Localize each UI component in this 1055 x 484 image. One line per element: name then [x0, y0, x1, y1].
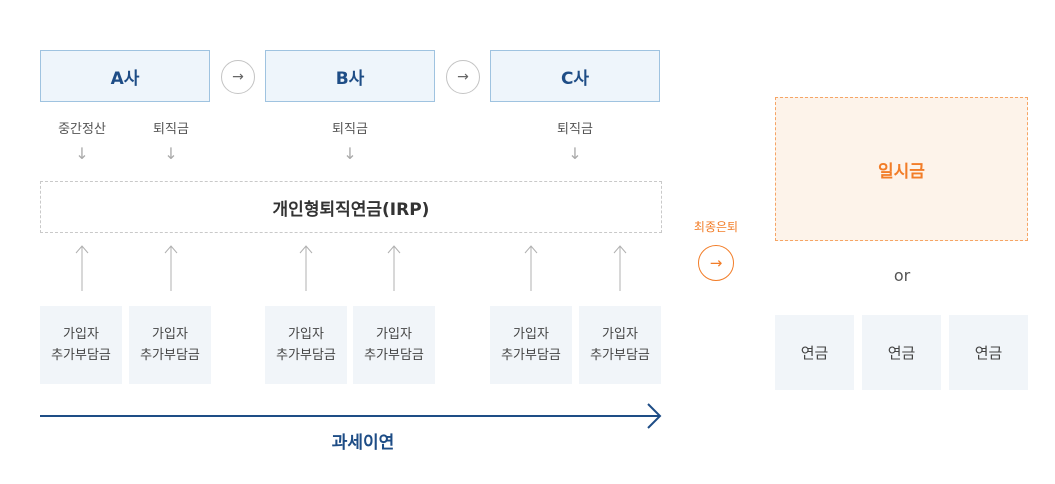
lump-sum-label: 일시금 [878, 161, 925, 182]
contribution-line1: 가입자 [152, 327, 188, 342]
timeline-arrow [40, 398, 664, 438]
contribution-line1: 가입자 [288, 327, 324, 342]
contribution-line2: 추가부담금 [140, 348, 200, 363]
contribution-line2: 추가부담금 [501, 348, 561, 363]
arrow-right-icon: → [698, 245, 734, 281]
arrow-down-icon: ↓ [75, 144, 89, 163]
annuity-box: 연금 [775, 315, 854, 390]
arrow-up-icon [610, 244, 630, 292]
contribution-line1: 가입자 [376, 327, 412, 342]
irp-label: 개인형퇴직연금(IRP) [272, 199, 430, 220]
contribution-line1: 가입자 [63, 327, 99, 342]
final-retirement-label: 최종은퇴 [693, 220, 739, 234]
contribution-line2: 추가부담금 [51, 348, 111, 363]
arrow-down-icon: ↓ [343, 144, 357, 163]
company-b-box: B사 [265, 50, 435, 102]
company-a-label: A사 [110, 68, 140, 89]
withdrawal-label: 중간정산 [58, 122, 106, 137]
arrow-right-icon: → [221, 60, 255, 94]
arrow-right-icon: → [446, 60, 480, 94]
annuity-label: 연금 [887, 344, 916, 362]
company-b-label: B사 [335, 68, 365, 89]
company-c-box: C사 [490, 50, 660, 102]
contribution-line1: 가입자 [602, 327, 638, 342]
arrow-down-icon: ↓ [568, 144, 582, 163]
contribution-line2: 추가부담금 [590, 348, 650, 363]
annuity-label: 연금 [800, 344, 829, 362]
timeline-label: 과세이연 [331, 433, 395, 453]
arrow-up-icon [521, 244, 541, 292]
arrow-up-icon [296, 244, 316, 292]
or-label: or [893, 266, 911, 285]
annuity-label: 연금 [974, 344, 1003, 362]
arrow-up-icon [384, 244, 404, 292]
arrow-up-icon [72, 244, 92, 292]
lump-sum-box: 일시금 [775, 97, 1028, 241]
contribution-line1: 가입자 [513, 327, 549, 342]
arrow-up-icon [161, 244, 181, 292]
contribution-line2: 추가부담금 [364, 348, 424, 363]
contribution-line2: 추가부담금 [276, 348, 336, 363]
withdrawal-label: 퇴직금 [332, 122, 368, 137]
annuity-box: 연금 [862, 315, 941, 390]
withdrawal-label: 퇴직금 [557, 122, 593, 137]
annuity-box: 연금 [949, 315, 1028, 390]
arrow-down-icon: ↓ [164, 144, 178, 163]
company-c-label: C사 [560, 68, 590, 89]
withdrawal-label: 퇴직금 [153, 122, 189, 137]
irp-box: 개인형퇴직연금(IRP) [40, 181, 662, 233]
company-a-box: A사 [40, 50, 210, 102]
